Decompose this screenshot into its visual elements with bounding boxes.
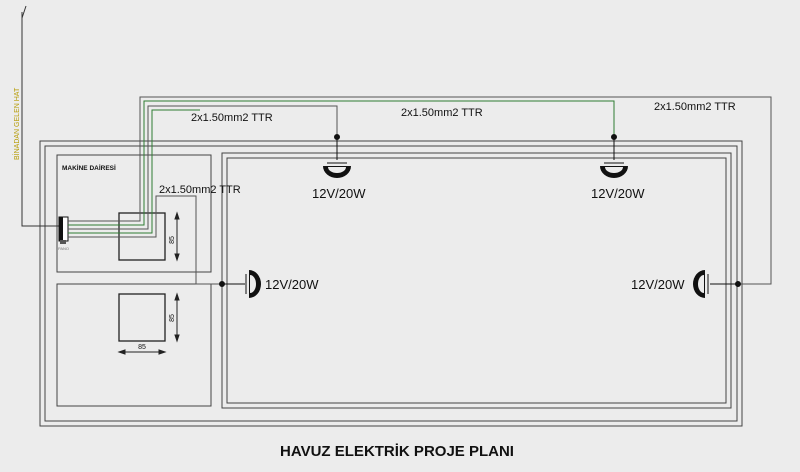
lamp-top-left	[323, 162, 351, 178]
lamp-right-wall	[693, 270, 709, 298]
incoming-line-label: BİNADAN GELEN HAT	[12, 87, 21, 160]
incoming-line	[21, 5, 60, 227]
lamp-label-top-left: 12V/20W	[312, 186, 366, 201]
lamp-label-left-wall: 12V/20W	[265, 277, 319, 292]
cable-label-2: 2x1.50mm2 TTR	[401, 107, 483, 119]
machine-room	[56, 154, 212, 407]
lamp-top-right	[600, 162, 628, 178]
lamp-drops	[219, 134, 741, 287]
dim-bottom-height: 85	[169, 314, 176, 322]
electrical-panel	[58, 216, 69, 244]
plan-title: HAVUZ ELEKTRİK PROJE PLANI	[280, 443, 514, 460]
dim-bottom-width: 85	[138, 344, 146, 351]
panel-tag: PANO	[58, 246, 69, 251]
cable-label-4: 2x1.50mm2 TTR	[159, 184, 241, 196]
cable-bundle	[68, 96, 772, 285]
lamp-label-top-right: 12V/20W	[591, 186, 645, 201]
dim-top-height: 85	[169, 236, 176, 244]
pool-basin	[221, 152, 732, 409]
lamp-left-wall	[245, 270, 261, 298]
cable-label-1: 2x1.50mm2 TTR	[191, 112, 273, 124]
lamp-label-right-wall: 12V/20W	[631, 277, 685, 292]
machine-room-label: MAKİNE DAİRESİ	[62, 164, 116, 172]
equipment-box-bottom	[118, 293, 166, 342]
cable-label-3: 2x1.50mm2 TTR	[654, 101, 736, 113]
dimension-lines	[117, 211, 180, 355]
